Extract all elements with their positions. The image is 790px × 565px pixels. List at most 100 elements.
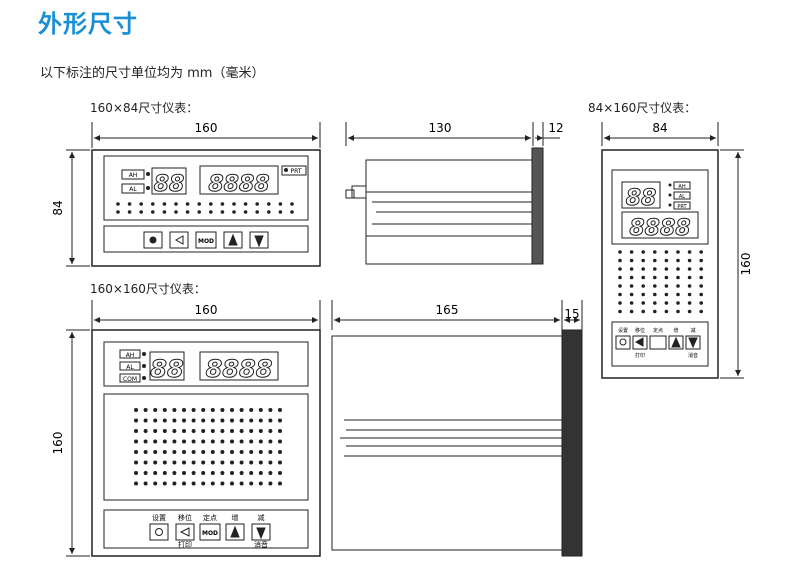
led-dot [220,429,225,433]
led-dot [239,408,244,412]
led-dot [134,439,138,444]
large-key-mod: MOD [202,530,218,537]
led-dot [162,210,167,214]
led-dot [641,301,645,305]
led-dot [249,471,254,475]
large-tag-com: COM [123,376,137,383]
led-dot [243,210,248,214]
led-dot [134,460,138,465]
led-dot [230,429,234,433]
led-dot [174,202,178,206]
led-dot [220,418,225,423]
led-dot [162,439,167,444]
led-dot [182,460,186,465]
led-dot [172,460,177,465]
small-tag-prt: PRT [290,168,301,175]
led-dot [172,471,177,475]
led-dot [220,450,225,454]
led-dot [699,250,703,254]
led-dot [641,309,645,314]
led-dot [664,284,669,288]
small-led-dots [116,202,294,214]
led-dot [153,460,158,465]
led-dot [220,460,225,465]
led-dot [258,460,263,465]
led-dot [162,460,167,465]
small-display-short: 88 [154,172,185,197]
large-keys [149,523,271,541]
led-dot [153,471,158,475]
led-dot [239,439,244,444]
led-dot [151,202,155,206]
led-dot [210,460,215,465]
led-dot [201,450,206,454]
led-dot [210,408,215,412]
vertical-panel-front [601,122,744,379]
led-dot [618,292,622,297]
vertical-key-label: 移位 [635,327,645,334]
led-dot [629,301,634,305]
large-led-dots [134,408,282,486]
led-dot [182,408,186,412]
vertical-display-short: 88 [626,186,657,211]
led-dot [143,439,148,444]
vertical-tag-ah: AH [678,184,685,190]
vertical-key-sublabel: 消音 [688,352,698,359]
vertical-key-label: 设置 [618,327,628,334]
large-key-label: 增 [232,513,239,522]
led-dot [191,418,196,423]
large-panel-front [66,300,321,557]
vertical-key-label: 增 [673,327,678,334]
led-dot [653,250,657,254]
led-dot [172,450,177,454]
led-dot [699,301,703,305]
large-tag-al: AL [126,364,134,371]
led-dot [687,309,692,314]
led-dot [687,275,692,280]
led-dot [210,439,215,444]
vertical-keys [615,335,701,350]
led-dot [239,481,244,486]
led-dot [641,275,645,280]
small-keys [143,231,269,249]
small-panel-label: 160×84尺寸仪表： [90,101,199,115]
led-dot [664,258,669,263]
led-dot [172,429,177,433]
led-dot [641,292,645,297]
led-dot [191,460,196,465]
led-dot [699,275,703,280]
large-key-label: 设置 [152,513,166,522]
led-dot [151,210,155,214]
led-dot [618,250,622,254]
led-dot [162,429,167,433]
led-dot [278,408,282,412]
led-dot [139,202,143,206]
led-dot [209,210,213,214]
led-dot [174,210,178,214]
led-dot [230,418,234,423]
led-dot [268,481,273,486]
led-dot [676,275,680,280]
led-dot [134,471,138,475]
led-dot [220,408,225,412]
vertical-led-dots [618,250,703,314]
led-dot [664,301,669,305]
led-dot [258,429,263,433]
led-dot [220,439,225,444]
vertical-panel-label: 84×160尺寸仪表： [588,101,697,115]
led-dot [239,429,244,433]
led-dot [201,418,206,423]
led-dot [153,481,158,486]
led-dot [162,481,167,486]
large-width-dim: 160 [195,303,218,317]
led-dot [653,267,657,271]
led-dot [201,481,206,486]
led-dot [278,202,283,206]
led-dot [629,284,634,288]
large-tag-ah: AH [126,352,135,359]
led-dot [143,418,148,423]
led-dot [162,418,167,423]
led-dot [278,439,282,444]
led-dot [676,309,680,314]
led-dot [249,481,254,486]
